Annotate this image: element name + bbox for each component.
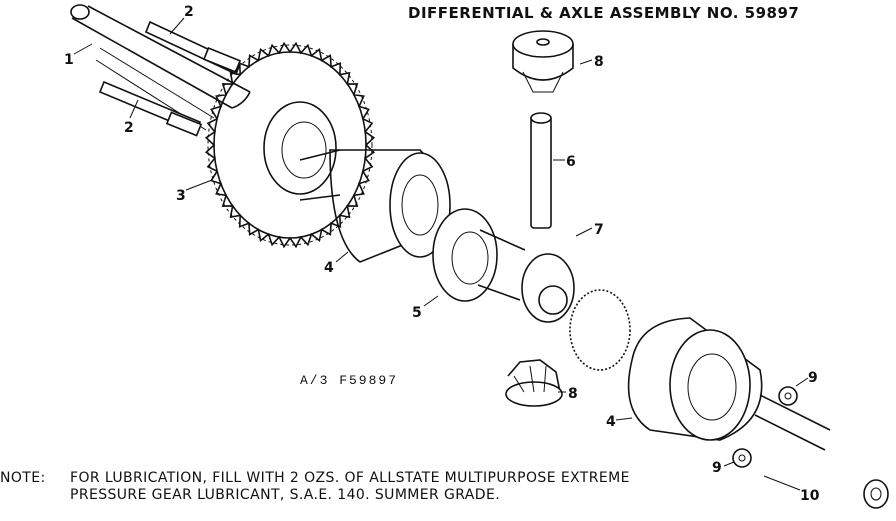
note-line-2: PRESSURE GEAR LUBRICANT, S.A.E. 140. SUM… <box>70 487 501 503</box>
callout-8-upper: 8 <box>594 54 604 70</box>
drawing-code: A/3 F59897 <box>300 373 399 388</box>
part-8-pinion-lower <box>505 359 563 407</box>
callout-5: 5 <box>412 305 422 321</box>
part-9-washer-upper <box>778 386 798 406</box>
part-10-end-cap <box>863 479 889 509</box>
callout-9-upper: 9 <box>808 370 818 386</box>
callout-4-right: 4 <box>606 414 616 430</box>
callout-2-upper: 2 <box>184 4 194 20</box>
callout-6: 6 <box>566 154 576 170</box>
part-4-housing-right <box>627 317 831 451</box>
callout-7: 7 <box>594 222 604 238</box>
part-4-housing-left <box>299 149 451 263</box>
callout-1: 1 <box>64 52 74 68</box>
note-label: NOTE: <box>0 470 46 486</box>
callout-8-lower: 8 <box>568 386 578 402</box>
part-2-key-upper <box>144 20 242 76</box>
diagram-title: DIFFERENTIAL & AXLE ASSEMBLY NO. 59897 <box>408 4 800 22</box>
part-2-key-lower <box>98 80 203 137</box>
part-9-washer-lower <box>732 448 752 468</box>
sprocket-teeth <box>204 41 376 249</box>
part-1-axle-shaft <box>70 4 251 131</box>
callout-2-lower: 2 <box>124 120 134 136</box>
part-6-cross-shaft <box>530 112 552 229</box>
note-line-1: FOR LUBRICATION, FILL WITH 2 OZS. OF ALL… <box>70 470 630 486</box>
part-3-sprocket <box>204 41 376 249</box>
leader-lines <box>73 17 809 491</box>
part-8-pinion-upper <box>512 30 574 93</box>
callout-9-lower: 9 <box>712 460 722 476</box>
part-5-diff-case <box>432 208 526 302</box>
callout-3: 3 <box>176 188 186 204</box>
part-7-side-gear <box>521 253 631 371</box>
callout-4-left: 4 <box>324 260 334 276</box>
callout-10: 10 <box>800 488 820 504</box>
